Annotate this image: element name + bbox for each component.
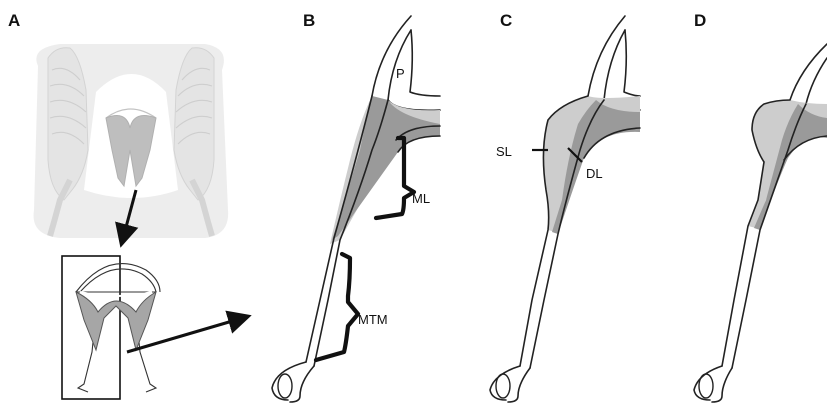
brace-mtm [316,254,358,360]
label-sl: SL [496,144,512,159]
panel-a: A [8,11,246,399]
panel-c-letter: C [500,11,512,30]
label-mtm: MTM [358,312,388,327]
panel-d: D [694,11,827,402]
panel-d-letter: D [694,11,706,30]
panel-a-letter: A [8,11,20,30]
panel-c: C SL DL [490,11,640,402]
label-dl: DL [586,166,603,181]
panel-a-inset [62,256,160,399]
label-p: P [396,66,405,81]
panel-b-letter: B [303,11,315,30]
panel-b: B P ML MTM [272,11,440,402]
label-ml: ML [412,191,430,206]
